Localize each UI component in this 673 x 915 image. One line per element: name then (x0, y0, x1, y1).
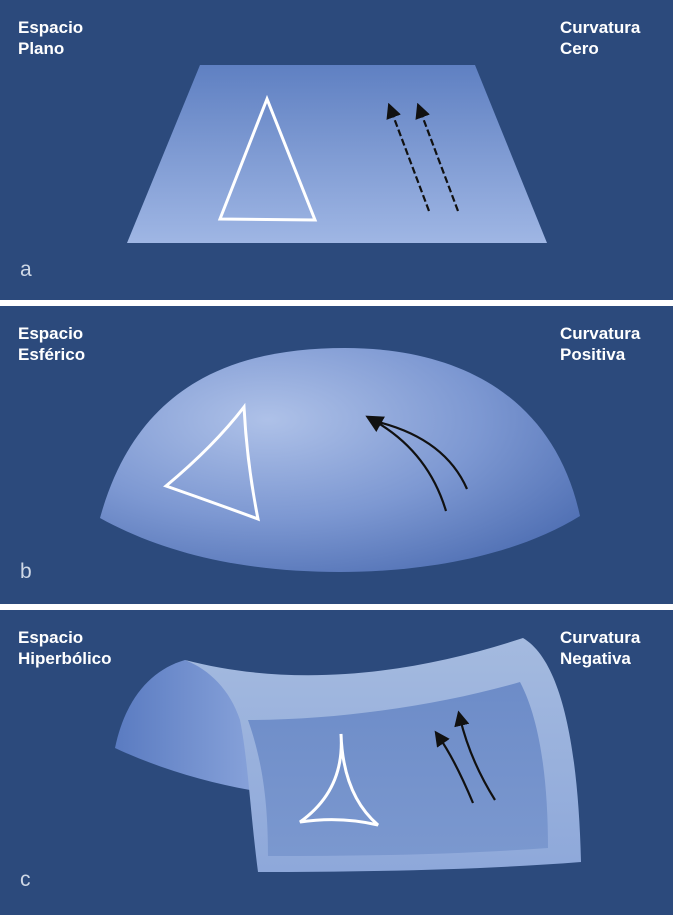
negative-curvature-label: Curvatura Negativa (560, 627, 640, 669)
space-label-line2: Esférico (18, 345, 86, 364)
sphere-cap (100, 348, 580, 572)
zero-curvature-label: Curvatura Cero (560, 17, 640, 59)
panel-letter-a: a (20, 258, 32, 281)
diverging-arrow-left (434, 730, 475, 804)
panel-letter-b: b (20, 560, 32, 583)
panel-spherical-space: Espacio Esférico Curvatura Positiva b (0, 306, 673, 604)
saddle-left-lobe (115, 660, 250, 790)
spherical-space-label: Espacio Esférico (18, 323, 85, 365)
hyperbolic-space-label: Espacio Hiperbólico (18, 627, 112, 669)
space-label-line1: Espacio (18, 628, 84, 647)
flat-triangle (217, 94, 318, 222)
panel-hyperbolic-space: Espacio Hiperbólico Curvatura Negativa c (0, 610, 673, 915)
flat-plane-illustration (127, 65, 547, 243)
saddle-inner-face (248, 682, 548, 856)
flat-space-label: Espacio Plano (18, 17, 83, 59)
curvature-label-line1: Curvatura (560, 18, 641, 37)
curvature-label-line2: Positiva (560, 345, 626, 364)
hyperbolic-triangle (299, 733, 379, 827)
positive-curvature-label: Curvatura Positiva (560, 323, 640, 365)
sphere-illustration (100, 348, 580, 572)
curvature-label-line1: Curvatura (560, 628, 641, 647)
space-label-line1: Espacio (18, 18, 84, 37)
curvature-label-line2: Cero (560, 39, 599, 58)
space-label-line2: Plano (18, 39, 65, 58)
panel-flat-space: Espacio Plano Curvatura Cero a (0, 0, 673, 300)
parallel-arrow-left (386, 102, 431, 212)
spherical-triangle (163, 402, 260, 522)
flat-plane (127, 65, 547, 243)
geodesic-arrow-right (377, 420, 469, 490)
parallel-arrow-right (415, 102, 460, 212)
panel-letter-c: c (20, 868, 31, 891)
saddle-illustration (115, 638, 581, 872)
curvature-label-line2: Negativa (560, 649, 631, 668)
space-label-line1: Espacio (18, 324, 84, 343)
space-label-line2: Hiperbólico (18, 649, 112, 668)
geodesic-arrow-left (365, 415, 448, 512)
curvature-label-line1: Curvatura (560, 324, 641, 343)
diverging-arrow-right (454, 710, 496, 801)
